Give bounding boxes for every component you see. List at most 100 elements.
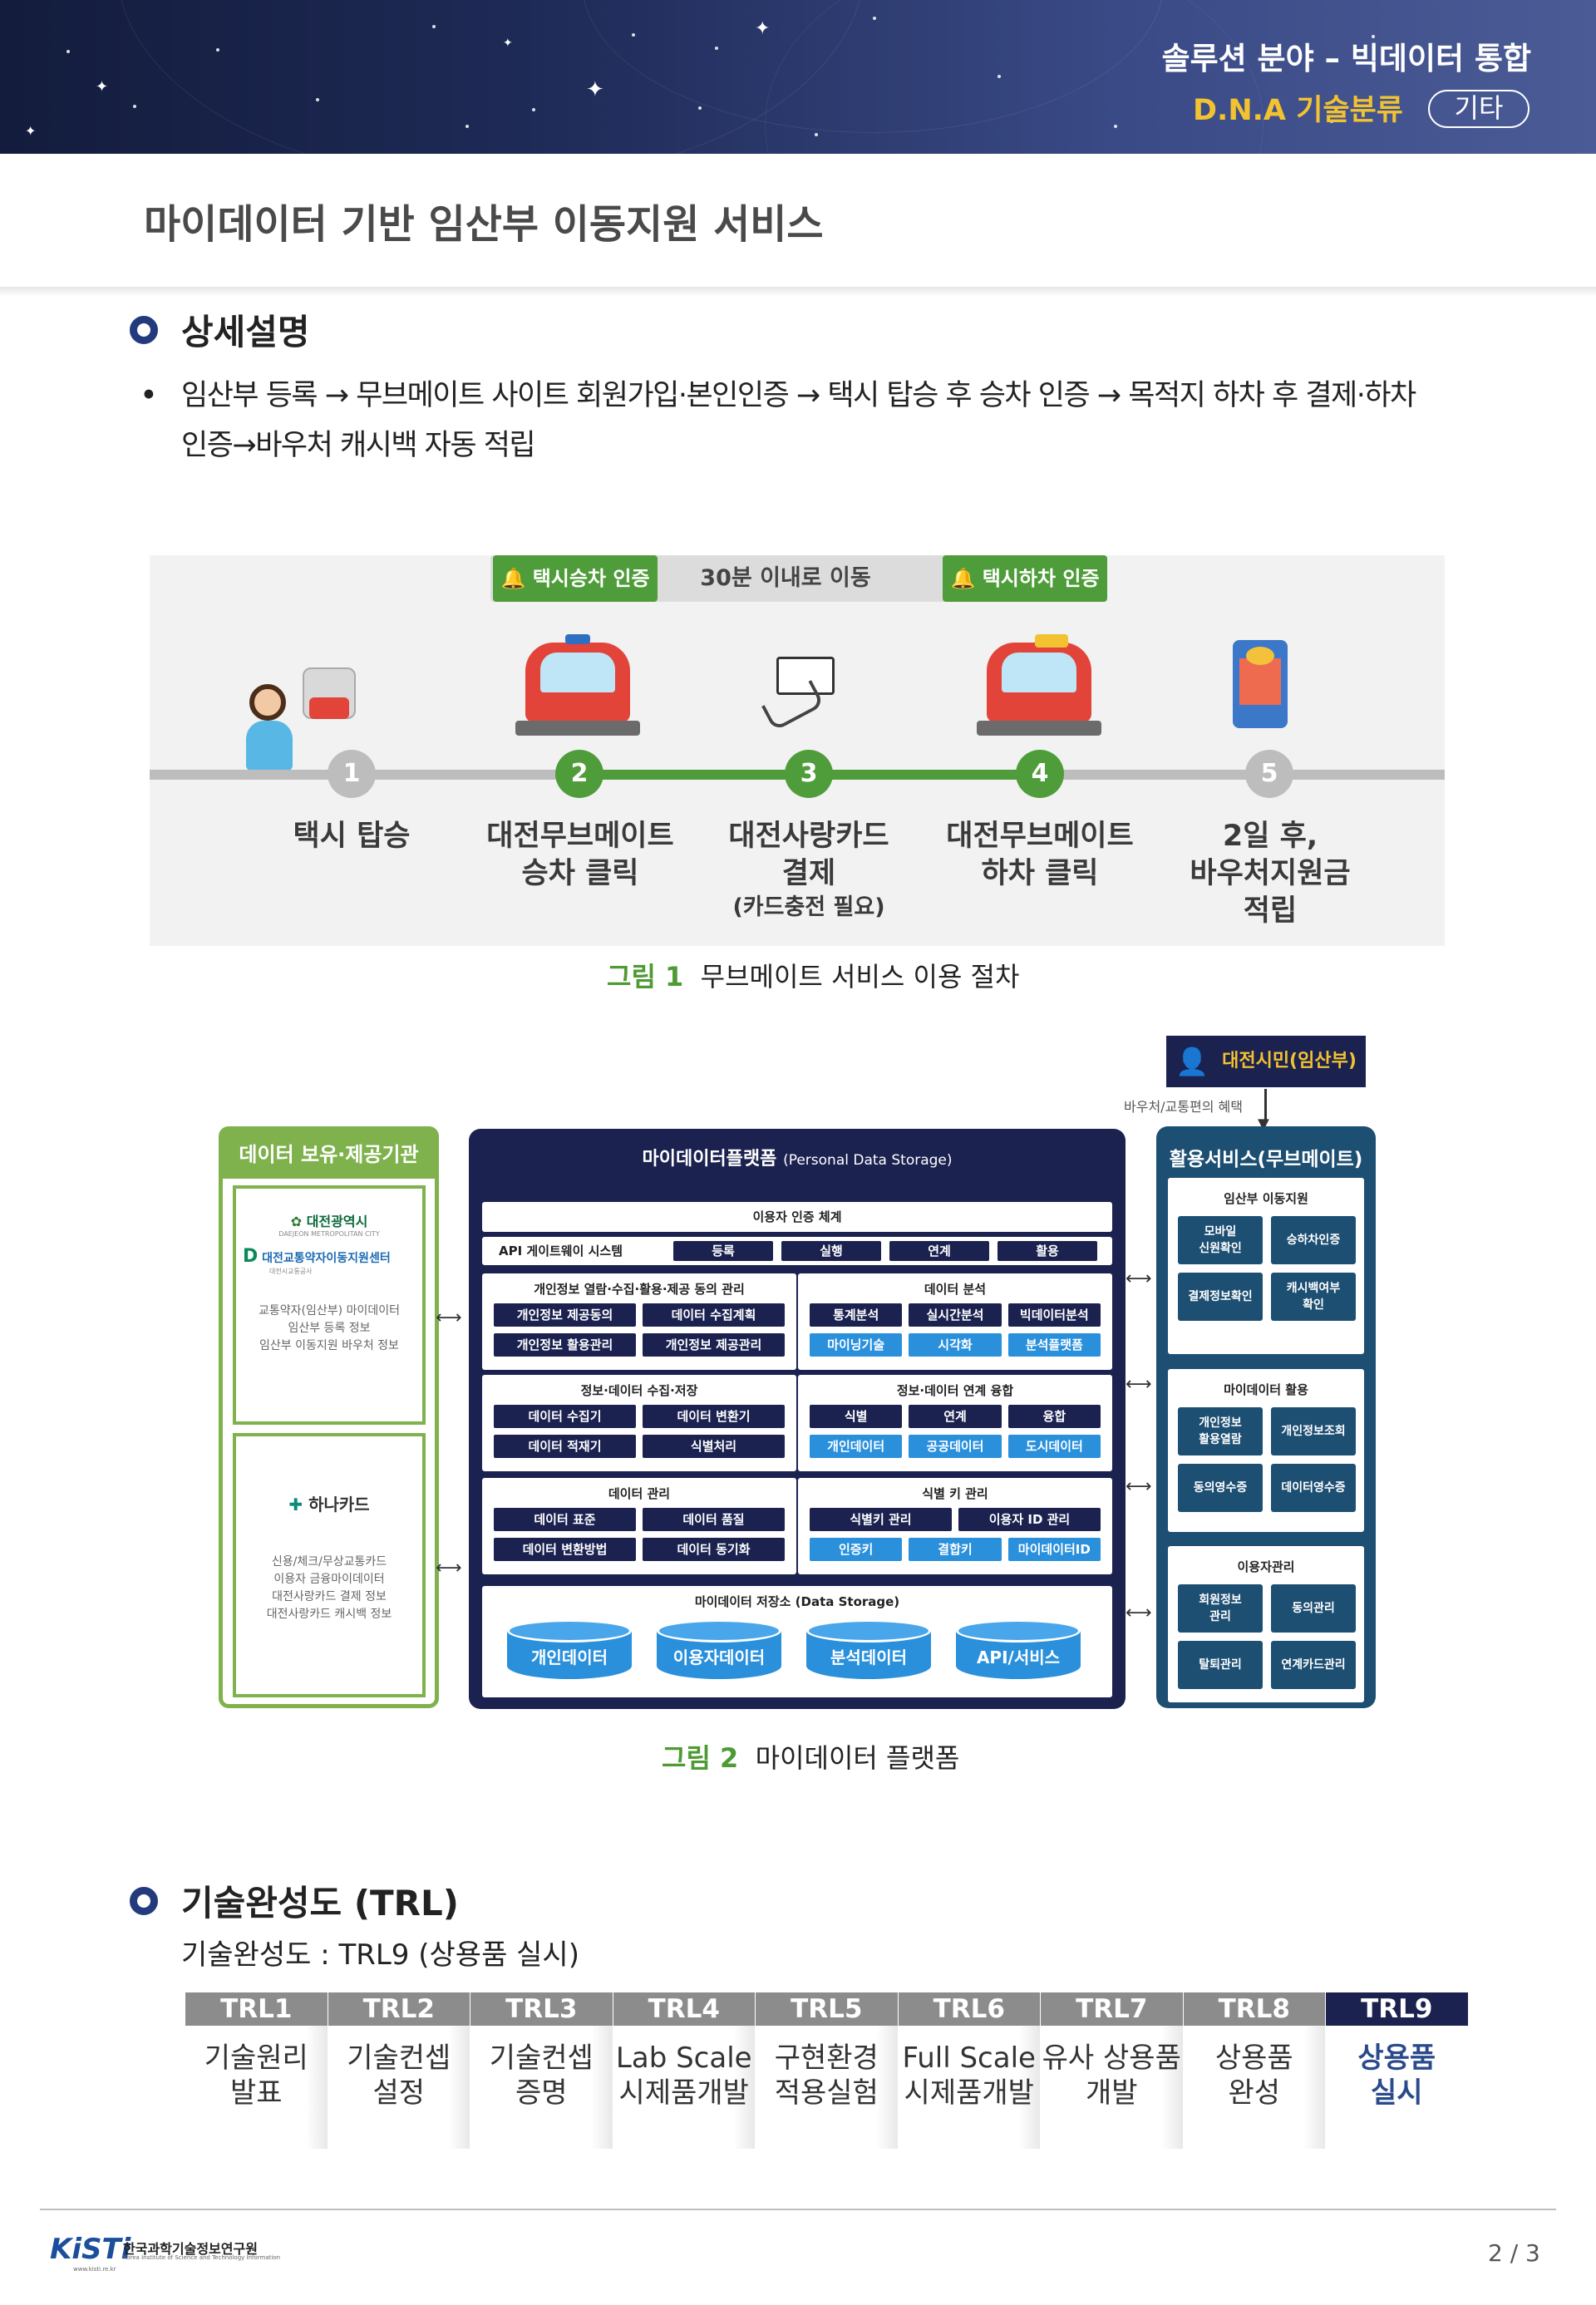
- module-item: 식별처리: [643, 1435, 785, 1458]
- page-title: 마이데이터 기반 임산부 이동지원 서비스: [144, 201, 824, 248]
- cashback-phone-icon: [1228, 640, 1294, 731]
- module-item: 개인정보 활용관리: [494, 1333, 636, 1357]
- module-item: 개인정보 제공동의: [494, 1303, 636, 1327]
- module-item: 데이터 적재기: [494, 1435, 636, 1458]
- taxi-boarding-icon: [515, 634, 640, 759]
- module-item: 연계: [909, 1405, 1002, 1428]
- trl-level-header: TRL1: [185, 1992, 328, 2026]
- daejeon-logo: ✿ 대전광역시: [290, 1214, 368, 1229]
- service-group-title: 마이데이터 활용: [1224, 1382, 1308, 1397]
- detail-text-line1: 임산부 등록 → 무브메이트 사이트 회원가입·본인인증 → 택시 탑승 후 승…: [181, 379, 1416, 412]
- boarding-auth-label: 🔔 택시승차 인증: [493, 555, 658, 602]
- user-icon: 👤: [1169, 1038, 1215, 1085]
- figure2-caption: 그림 2 마이데이터 플랫폼: [662, 1742, 960, 1774]
- dna-value-badge: 기타: [1428, 90, 1530, 128]
- star-icon: ✦: [25, 123, 37, 139]
- module-title: 정보·데이터 연계 융합: [896, 1383, 1014, 1398]
- storage-personal: 개인데이터: [507, 1619, 632, 1681]
- service-item: 데이터영수증: [1271, 1464, 1356, 1512]
- trl-heading: 기술완성도 (TRL): [181, 1883, 459, 1923]
- left-center-arrow: ⟷: [436, 1558, 462, 1579]
- data-provider-panel: 데이터 보유·제공기관 ✿ 대전광역시 DAEJEON METROPOLITAN…: [219, 1126, 439, 1708]
- data-storage: 마이데이터 저장소 (Data Storage) 개인데이터 이용자데이터 분석…: [482, 1586, 1112, 1697]
- module-title: 데이터 분석: [924, 1282, 987, 1297]
- service-item: 탈퇴관리: [1178, 1641, 1263, 1689]
- module-item: 식별키 관리: [810, 1508, 952, 1531]
- module-item: 분석플랫폼: [1007, 1333, 1101, 1357]
- trl-level-header: TRL9: [1326, 1992, 1468, 2026]
- module-item: 시각화: [909, 1333, 1002, 1357]
- center-right-arrow: ⟷: [1126, 1268, 1152, 1289]
- module-item: 결합키: [909, 1538, 1002, 1561]
- passenger-taxi-icon: [246, 667, 356, 784]
- center-right-arrow: ⟷: [1126, 1476, 1152, 1497]
- step-4-circle: 4: [1016, 750, 1064, 798]
- card-payment-icon: [761, 638, 840, 738]
- module-item: 개인정보 제공관리: [643, 1333, 785, 1357]
- service-item: 개인정보조회: [1271, 1407, 1356, 1455]
- module-item: 인증키: [810, 1538, 903, 1561]
- detail-text-line2: 인증→바우처 캐시백 자동 적립: [181, 429, 536, 462]
- citizen-box: 👤 대전시민(임산부): [1166, 1036, 1366, 1087]
- trl-level-header: TRL2: [328, 1992, 470, 2026]
- platform-title: 마이데이터플랫폼 (Personal Data Storage): [642, 1149, 953, 1170]
- module-item: 데이터 변환기: [643, 1405, 785, 1428]
- service-item: 캐시백여부 확인: [1271, 1273, 1356, 1321]
- trl-level-header: TRL6: [898, 1992, 1040, 2026]
- module-item: 개인데이터: [810, 1435, 903, 1458]
- star-icon: ✦: [503, 37, 513, 50]
- bullet-dot: •: [140, 377, 158, 413]
- auth-system: 이용자 인증 체계: [482, 1202, 1112, 1232]
- header-banner: ✦ ✦ ✦ ✦ ✦ 솔루션 분야 – 빅데이터 통합 D.N.A 기술분류 기타: [0, 0, 1596, 154]
- star-icon: ✦: [586, 77, 604, 102]
- module-item: 이용자 ID 관리: [958, 1508, 1101, 1531]
- module-item: 데이터 변환방법: [494, 1538, 636, 1561]
- module-item: 마이데이터ID: [1007, 1538, 1101, 1561]
- trl-level-header: TRL5: [756, 1992, 898, 2026]
- org-card-daejeon: ✿ 대전광역시 DAEJEON METROPOLITAN CITY D 대전교통…: [233, 1185, 426, 1425]
- footer-divider: [40, 2209, 1556, 2210]
- module-title: 식별 키 관리: [922, 1486, 988, 1501]
- module-item: 빅데이터분석: [1007, 1303, 1101, 1327]
- module-item: 데이터 동기화: [643, 1538, 785, 1561]
- section-bullet-icon: [130, 1887, 158, 1915]
- module-item: 마이닝기술: [810, 1333, 903, 1357]
- trl-level-header: TRL7: [1041, 1992, 1183, 2026]
- module-item: 도시데이터: [1007, 1435, 1101, 1458]
- module-item: 데이터 품질: [643, 1508, 785, 1531]
- data-provider-title: 데이터 보유·제공기관: [223, 1130, 435, 1179]
- module-title: 개인정보 열람·수집·활용·제공 동의 관리: [534, 1282, 745, 1297]
- service-item: 모바일 신원확인: [1178, 1216, 1263, 1264]
- storage-api: API/서비스: [956, 1619, 1081, 1681]
- service-flow-figure: 🔔 택시승차 인증 30분 이내로 이동 🔔 택시하차 인증 1 2 3 4 5…: [150, 555, 1445, 946]
- page-number: 2 / 3: [1488, 2239, 1540, 2267]
- storage-analysis: 분석데이터: [806, 1619, 931, 1681]
- travel-time-label: 30분 이내로 이동: [700, 565, 871, 591]
- step-1-label: 택시 탑승: [293, 820, 411, 853]
- section-bullet-icon: [130, 316, 158, 344]
- module-item: 실시간분석: [909, 1303, 1002, 1327]
- step-1-circle: 1: [328, 750, 376, 798]
- figure1-caption: 그림 1 무브메이트 서비스 이용 절차: [607, 961, 1020, 992]
- trl-level-header: TRL8: [1183, 1992, 1325, 2026]
- star-icon: ✦: [755, 18, 771, 39]
- center-right-arrow: ⟷: [1126, 1374, 1152, 1395]
- star-icon: ✦: [96, 78, 109, 96]
